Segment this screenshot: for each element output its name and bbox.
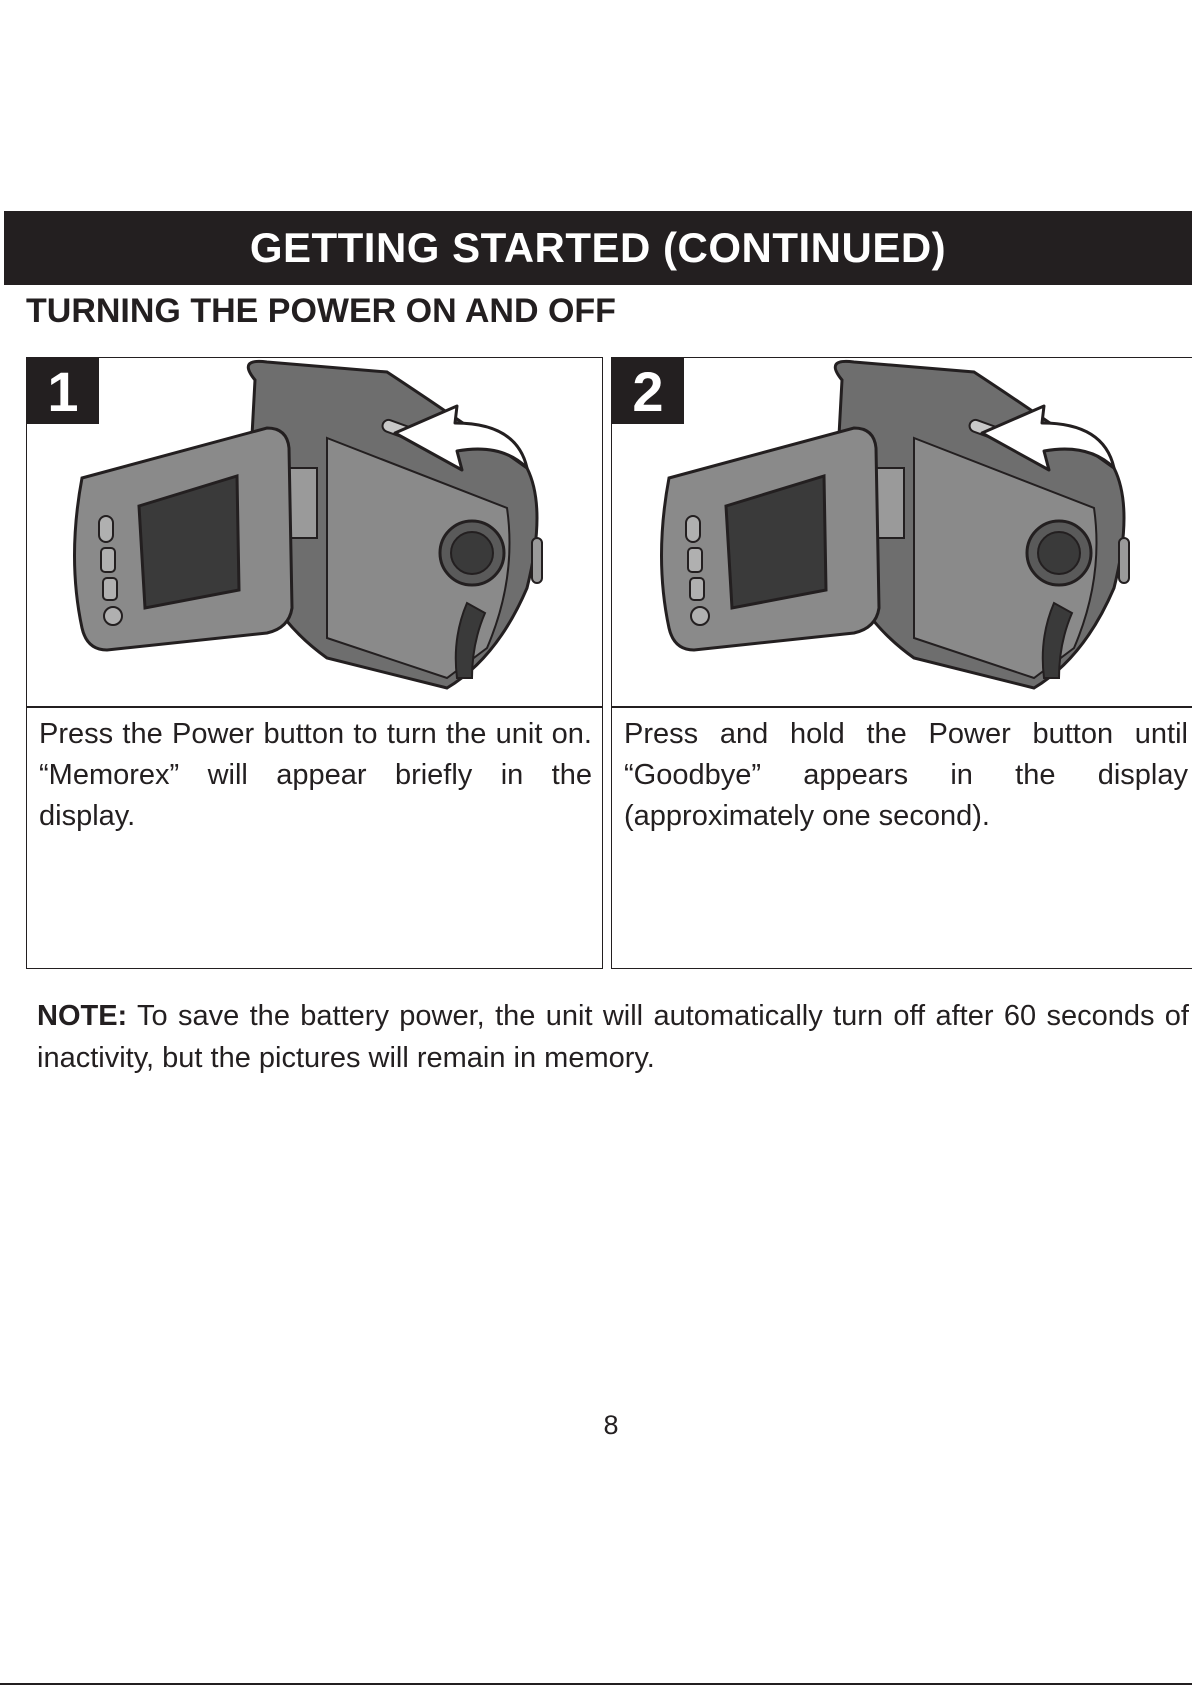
note-text: To save the battery power, the unit will… [37, 1000, 1189, 1074]
section-title: TURNING THE POWER ON AND OFF [26, 292, 616, 330]
camcorder-open-icon [660, 359, 1130, 690]
note-label: NOTE: [37, 1000, 128, 1032]
page-header-title: GETTING STARTED (CONTINUED) [249, 224, 947, 271]
camcorder-open-icon [73, 359, 543, 690]
note-paragraph: NOTE: To save the battery power, the uni… [37, 995, 1189, 1079]
step-panel-2: 2 Press and hold the Power button until … [611, 357, 1192, 969]
step-panel-1: 1 Press the Power button [26, 357, 603, 969]
page-header-banner: GETTING STARTED (CONTINUED) [4, 211, 1192, 285]
bottom-rule [0, 1683, 1192, 1685]
step-number-badge: 2 [612, 358, 684, 424]
step-2-caption: Press and hold the Power button until “G… [624, 718, 1188, 832]
step-number-badge: 1 [27, 358, 99, 424]
step-2-illustration: 2 [612, 358, 1192, 708]
step-1-illustration: 1 [27, 358, 602, 708]
step-1-caption: Press the Power button to turn the unit … [39, 718, 592, 832]
page-number: 8 [603, 1410, 619, 1440]
